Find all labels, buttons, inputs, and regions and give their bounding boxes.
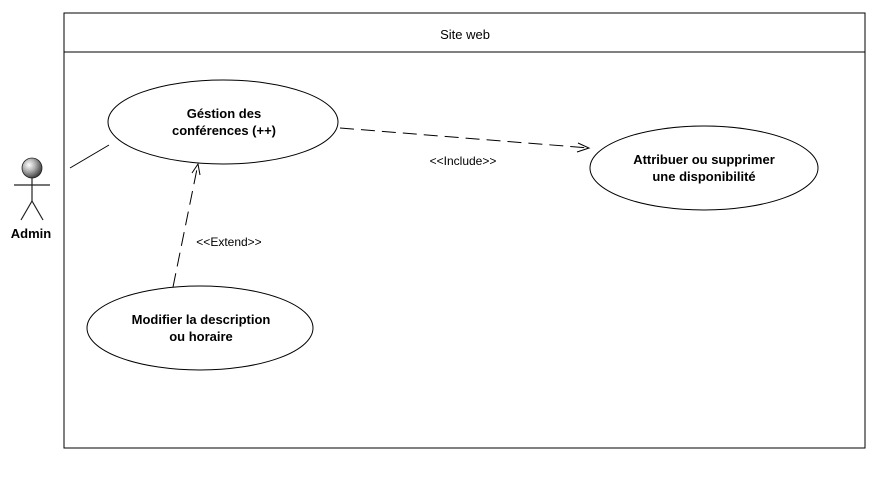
actor-name: Admin — [11, 226, 52, 241]
extend-label: <<Extend>> — [196, 235, 261, 249]
use-case-gestion-conferences[interactable]: Géstion des conférences (++) — [107, 79, 339, 165]
actor-admin: Admin — [11, 157, 52, 241]
use-case-label-line1: Attribuer ou supprimer — [633, 152, 775, 167]
use-case-label-line1: Géstion des — [187, 106, 261, 121]
extend-arrowhead — [191, 162, 201, 176]
use-case-ellipse[interactable] — [107, 79, 339, 165]
actor-head — [21, 157, 43, 179]
use-case-label-line2: ou horaire — [169, 329, 233, 344]
include-line — [339, 127, 590, 149]
association-admin-gestion — [69, 144, 110, 169]
include-relation: <<Include>> — [339, 127, 591, 168]
use-case-label-line1: Modifier la description — [132, 312, 271, 327]
use-case-modifier-description[interactable]: Modifier la description ou horaire — [86, 285, 314, 371]
use-case-attribuer-disponibilite[interactable]: Attribuer ou supprimer une disponibilité — [589, 125, 819, 211]
extend-line — [172, 163, 199, 288]
system-title: Site web — [440, 27, 490, 42]
include-label: <<Include>> — [430, 154, 497, 168]
use-case-label-line2: une disponibilité — [652, 169, 755, 184]
system-boundary-box — [63, 12, 866, 449]
use-case-ellipse[interactable] — [86, 285, 314, 371]
system-boundary: Site web — [63, 12, 866, 449]
actor-right-leg — [31, 200, 44, 221]
extend-relation: <<Extend>> — [172, 162, 262, 288]
include-arrowhead — [576, 142, 591, 153]
use-case-ellipse[interactable] — [589, 125, 819, 211]
use-case-label-line2: conférences (++) — [172, 123, 276, 138]
actor-left-leg — [20, 200, 33, 221]
